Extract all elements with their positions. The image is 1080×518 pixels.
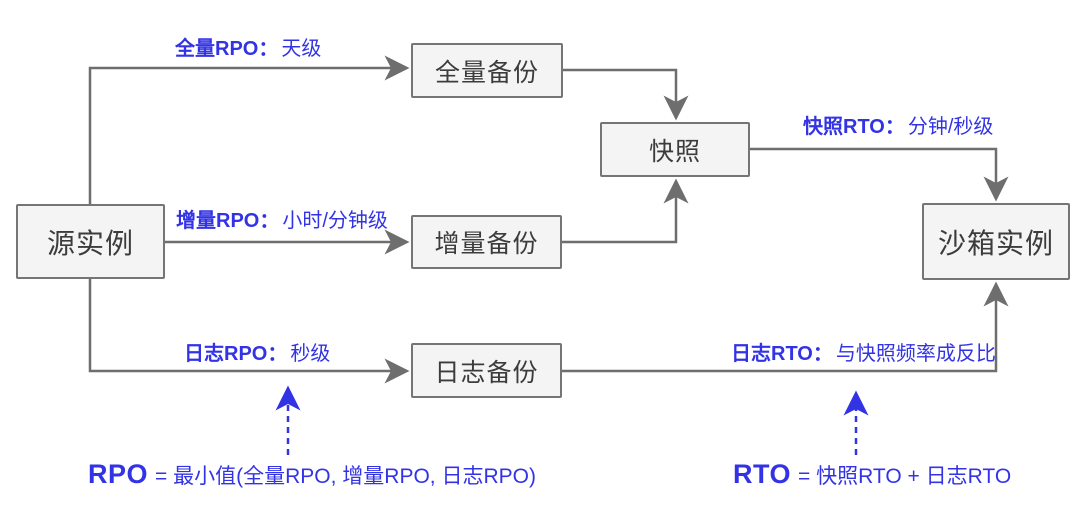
connector-snapshot-to-sandbox bbox=[750, 147, 1009, 202]
edge-label-log-rpo-value: 秒级 bbox=[290, 343, 331, 365]
edge-label-log-rpo: 日志RPO：秒级 bbox=[184, 342, 330, 366]
edge-label-snapshot-rto-value: 分钟/秒级 bbox=[907, 116, 994, 138]
node-sandbox-instance-label: 沙箱实例 bbox=[937, 227, 1054, 259]
edge-label-incr-rpo: 增量RPO：小时/分钟级 bbox=[176, 209, 388, 233]
node-incremental-backup: 增量备份 bbox=[411, 215, 562, 269]
edge-label-log-rto-term: 日志RTO： bbox=[731, 343, 833, 365]
node-snapshot: 快照 bbox=[600, 122, 750, 177]
node-source-instance: 源实例 bbox=[16, 204, 165, 279]
edge-label-incr-rpo-value: 小时/分钟级 bbox=[282, 210, 388, 232]
node-sandbox-instance: 沙箱实例 bbox=[922, 203, 1070, 280]
node-incremental-backup-label: 增量备份 bbox=[434, 230, 539, 258]
connector-log-backup-to-sandbox bbox=[562, 281, 1009, 373]
edge-label-full-rpo-value: 天级 bbox=[281, 38, 322, 60]
formula-rto-term: RTO bbox=[733, 459, 792, 489]
formula-rpo-expression: = 最小值(全量RPO, 增量RPO, 日志RPO) bbox=[155, 465, 536, 488]
edge-label-snapshot-rto-term: 快照RTO： bbox=[803, 116, 905, 138]
edge-label-log-rpo-term: 日志RPO： bbox=[184, 343, 288, 365]
node-full-backup: 全量备份 bbox=[411, 43, 563, 98]
node-snapshot-label: 快照 bbox=[648, 137, 701, 166]
node-log-backup: 日志备份 bbox=[411, 343, 562, 398]
node-source-instance-label: 源实例 bbox=[46, 227, 134, 259]
connector-full-backup-to-snapshot bbox=[563, 68, 689, 121]
formula-rto-expression: = 快照RTO + 日志RTO bbox=[798, 465, 1012, 488]
formula-rpo-term: RPO bbox=[88, 459, 149, 489]
edge-label-full-rpo: 全量RPO：天级 bbox=[175, 37, 321, 61]
edge-label-snapshot-rto: 快照RTO：分钟/秒级 bbox=[803, 115, 993, 139]
node-log-backup-label: 日志备份 bbox=[434, 358, 539, 387]
node-full-backup-label: 全量备份 bbox=[434, 58, 539, 87]
edge-label-incr-rpo-term: 增量RPO： bbox=[176, 210, 280, 232]
formula-rto: RTO = 快照RTO + 日志RTO bbox=[733, 459, 1011, 490]
edge-label-full-rpo-term: 全量RPO： bbox=[175, 38, 279, 60]
formula-rpo: RPO = 最小值(全量RPO, 增量RPO, 日志RPO) bbox=[88, 459, 536, 490]
edge-label-log-rto-value: 与快照频率成反比 bbox=[835, 343, 996, 365]
connector-source-to-log-backup bbox=[88, 279, 410, 384]
connector-source-to-full-backup bbox=[88, 55, 410, 204]
edge-label-log-rto: 日志RTO：与快照频率成反比 bbox=[731, 342, 996, 366]
connector-incr-backup-to-snapshot bbox=[562, 178, 689, 244]
